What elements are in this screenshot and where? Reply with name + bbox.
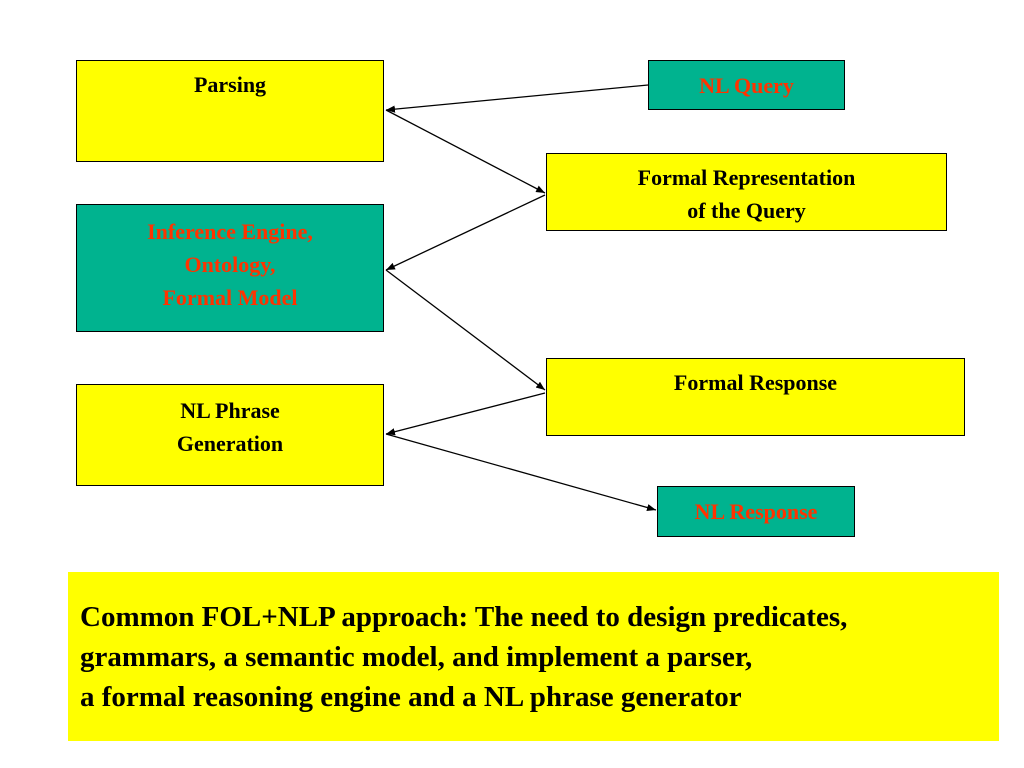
summary-panel: Common FOL+NLP approach: The need to des…	[68, 572, 999, 741]
parsing-box: Parsing	[76, 60, 384, 162]
nl-phrase-label-line-2: Generation	[176, 431, 284, 456]
nl-query-label: NL Query	[699, 73, 794, 98]
nl-phrase-label-line-1: NL Phrase	[180, 398, 280, 423]
arrow-inference-to-formal-response	[385, 269, 546, 391]
formal-representation-label-line-2: of the Query	[687, 198, 806, 223]
summary-line-3: a formal reasoning engine and a NL phras…	[80, 681, 742, 713]
parsing-label: Parsing	[193, 72, 267, 97]
formal-response-box: Formal Response	[546, 358, 965, 436]
summary-line-2: grammars, a semantic model, and implemen…	[80, 641, 753, 673]
inference-label-line-2: Ontology,	[184, 252, 276, 277]
arrow-formal-representation-to-inference	[385, 194, 546, 271]
formal-representation-box: Formal Representation of the Query	[546, 153, 947, 231]
arrow-parsing-to-formal-representation	[385, 109, 546, 194]
nl-response-label: NL Response	[694, 499, 818, 524]
inference-label-line-1: Inference Engine,	[147, 219, 313, 244]
formal-representation-label-line-1: Formal Representation	[637, 165, 856, 190]
arrow-nl-phrase-to-nl-response	[385, 433, 657, 512]
inference-engine-box: Inference Engine, Ontology, Formal Model	[76, 204, 384, 332]
arrow-nlquery-to-parsing	[385, 84, 649, 113]
arrow-formal-response-to-nl-phrase	[385, 392, 546, 436]
summary-line-1: Common FOL+NLP approach: The need to des…	[80, 601, 848, 633]
inference-label-line-3: Formal Model	[162, 285, 298, 310]
nl-phrase-generation-box: NL Phrase Generation	[76, 384, 384, 486]
formal-response-label: Formal Response	[673, 370, 838, 395]
nl-query-box: NL Query	[648, 60, 845, 110]
nl-response-box: NL Response	[657, 486, 855, 537]
